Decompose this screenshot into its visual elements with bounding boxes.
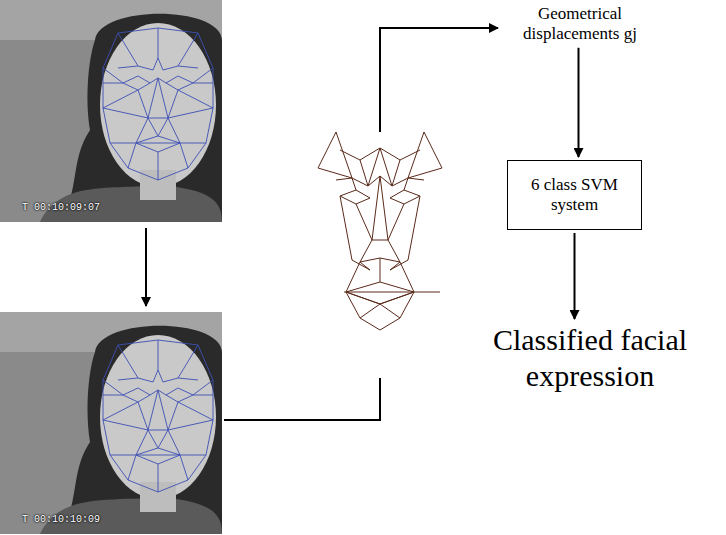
timestamp-label: T 00:10:09:07 [22, 202, 100, 213]
timestamp-label: T 00:10:10:09 [22, 514, 100, 525]
result-text: Classified facial expression [470, 322, 710, 394]
node-text: Geometrical displacements gj [515, 4, 645, 45]
flow-arrow [578, 48, 580, 157]
output-text: Geometrical displacements gj [515, 4, 645, 45]
node-text: 6 class SVM system [518, 175, 631, 216]
process-box: 6 class SVM system [507, 160, 642, 230]
flow-arrow [574, 233, 576, 319]
node-text: Classified facial expression [470, 322, 710, 394]
